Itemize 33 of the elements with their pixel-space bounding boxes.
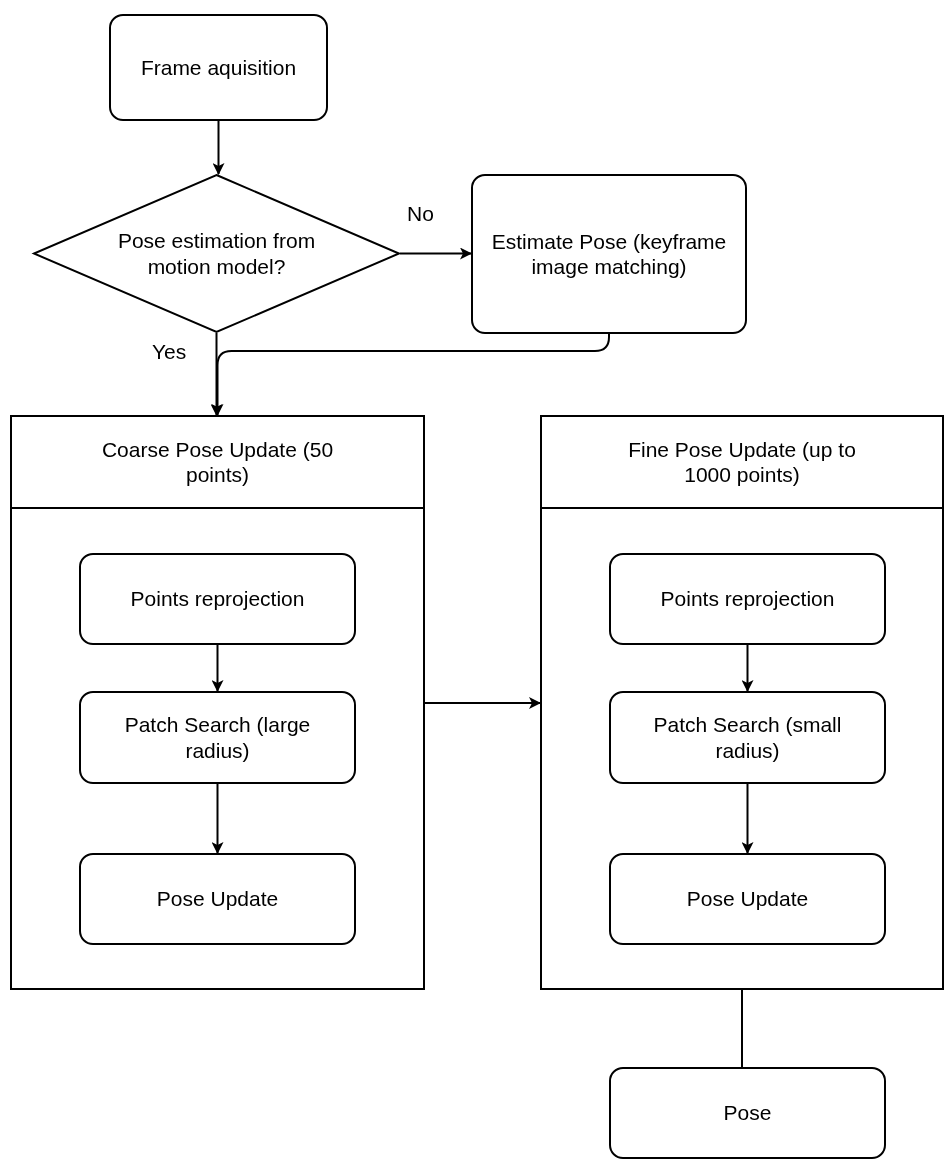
process-box <box>109 14 328 121</box>
process-box <box>609 553 886 645</box>
process-box <box>609 691 886 784</box>
process-box <box>609 1067 886 1159</box>
arrow <box>211 783 224 854</box>
node-label: Pose estimation from motion model? <box>116 228 317 279</box>
arrow <box>741 644 754 692</box>
node-label: Patch Search (small radius) <box>652 712 843 763</box>
node-label: Points reprojection <box>129 586 306 612</box>
group-title: Fine Pose Update (up to 1000 points) <box>627 436 857 488</box>
process-box <box>79 853 356 945</box>
arrow <box>741 783 754 854</box>
process-box <box>79 553 356 645</box>
node-label: Estimate Pose (keyframe image matching) <box>490 228 728 280</box>
node-label: Points reprojection <box>659 586 836 612</box>
node-label: Pose Update <box>685 886 810 912</box>
node-label: Patch Search (large radius) <box>123 712 312 763</box>
arrow <box>399 247 472 260</box>
process-box <box>471 174 747 334</box>
group-container <box>10 415 425 990</box>
group-title: Coarse Pose Update (50 points) <box>100 436 335 488</box>
arrow <box>210 332 223 416</box>
node-label: Pose Update <box>155 886 280 912</box>
arrow <box>211 644 224 692</box>
decision-diamond <box>33 174 400 333</box>
group-container <box>540 415 944 990</box>
process-box <box>79 691 356 784</box>
process-box <box>609 853 886 945</box>
arrow <box>424 697 541 709</box>
connector-line <box>741 989 743 1068</box>
node-label: Pose <box>722 1100 773 1126</box>
arrow <box>212 120 225 175</box>
node-label: Frame aquisition <box>139 54 298 81</box>
